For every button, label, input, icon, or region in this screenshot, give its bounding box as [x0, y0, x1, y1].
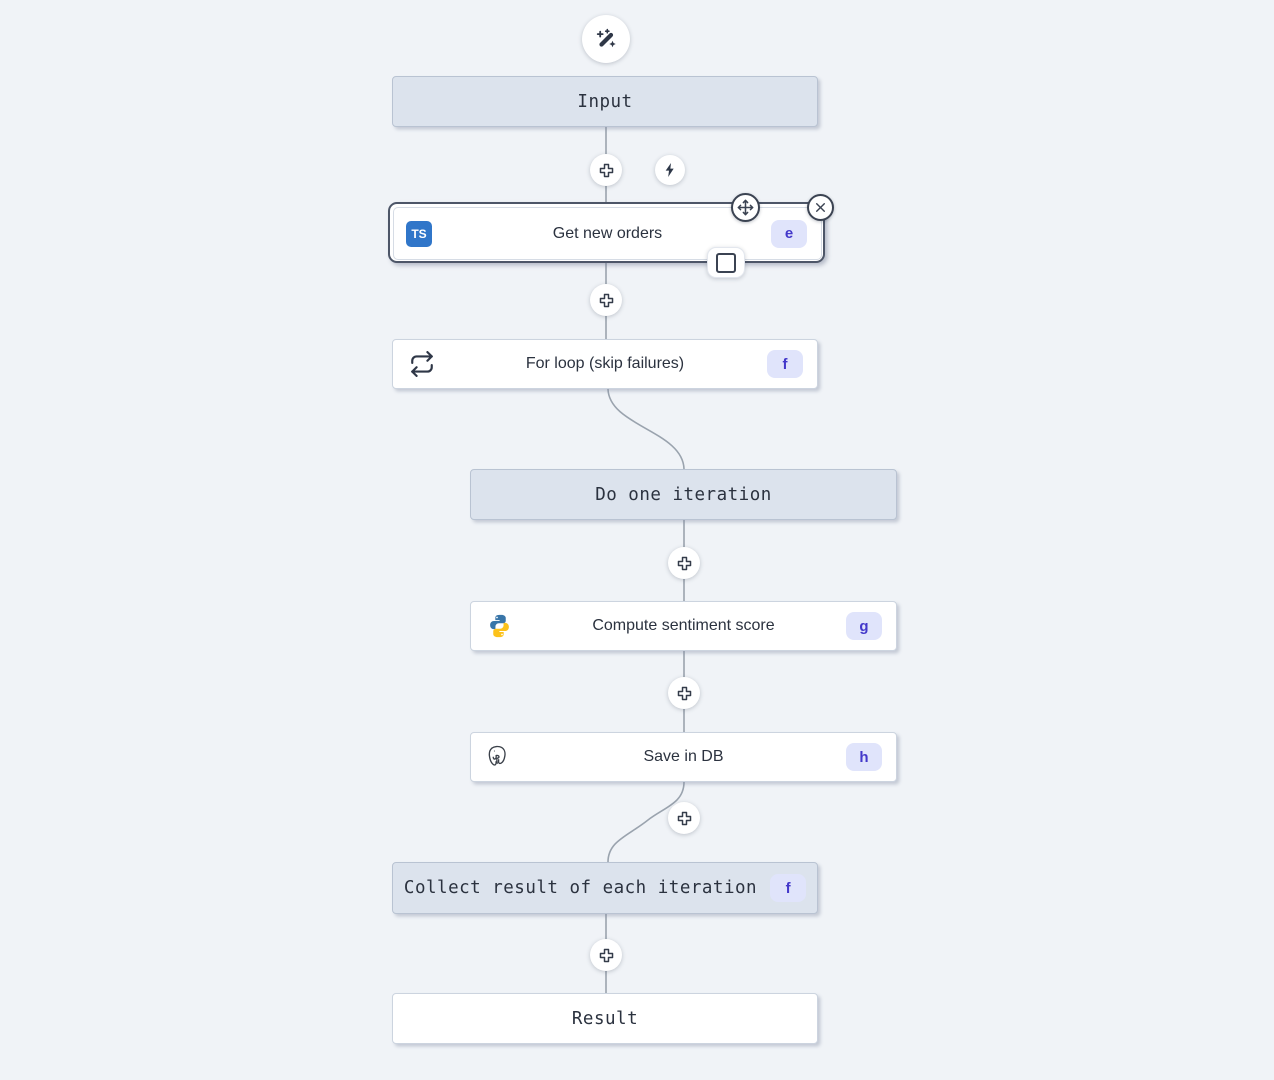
loop-icon [409, 351, 435, 377]
python-icon [487, 614, 512, 639]
postgresql-icon [485, 744, 511, 770]
node-do-one-iteration[interactable]: Do one iteration [470, 469, 897, 520]
node-input[interactable]: Input [392, 76, 818, 127]
add-node-button[interactable] [590, 284, 622, 316]
add-node-button[interactable] [590, 154, 622, 186]
plus-icon [598, 947, 615, 964]
plus-icon [676, 555, 693, 572]
move-node-button[interactable] [731, 193, 760, 222]
node-badge: f [770, 874, 807, 902]
node-save-in-db-label: Save in DB [643, 748, 724, 765]
node-compute-sentiment[interactable]: Compute sentiment score g [470, 601, 897, 651]
plus-icon [598, 162, 615, 179]
node-collect-result[interactable]: Collect result of each iteration f [392, 862, 818, 914]
node-save-in-db[interactable]: Save in DB h [470, 732, 897, 782]
node-do-one-iteration-label: Do one iteration [595, 484, 772, 505]
add-node-button[interactable] [590, 939, 622, 971]
plus-icon [676, 685, 693, 702]
move-icon [737, 199, 754, 216]
node-badge: f [767, 350, 803, 378]
add-node-button[interactable] [668, 677, 700, 709]
node-select-checkbox[interactable] [707, 247, 745, 278]
node-get-new-orders-label: Get new orders [552, 224, 663, 242]
node-result-label: Result [571, 1008, 639, 1029]
node-for-loop-label: For loop (skip failures) [525, 355, 685, 372]
node-compute-sentiment-label: Compute sentiment score [592, 617, 775, 634]
add-node-button[interactable] [668, 802, 700, 834]
add-node-button[interactable] [668, 547, 700, 579]
node-collect-result-label: Collect result of each iteration [403, 878, 758, 898]
execute-node-button[interactable] [655, 155, 685, 185]
plus-icon [598, 292, 615, 309]
node-badge: e [771, 219, 807, 248]
magic-wand-icon [594, 27, 618, 51]
plus-icon [676, 810, 693, 827]
lightning-icon [662, 162, 678, 178]
close-icon [814, 201, 827, 214]
node-result[interactable]: Result [392, 993, 818, 1044]
node-for-loop[interactable]: For loop (skip failures) f [392, 339, 818, 389]
checkbox-square-icon [716, 252, 736, 273]
delete-node-button[interactable] [807, 194, 834, 221]
node-input-label: Input [577, 91, 633, 112]
node-badge: h [846, 743, 882, 771]
typescript-icon: TS [406, 220, 432, 247]
magic-wand-trigger-button[interactable] [582, 15, 630, 63]
node-badge: g [846, 612, 882, 640]
